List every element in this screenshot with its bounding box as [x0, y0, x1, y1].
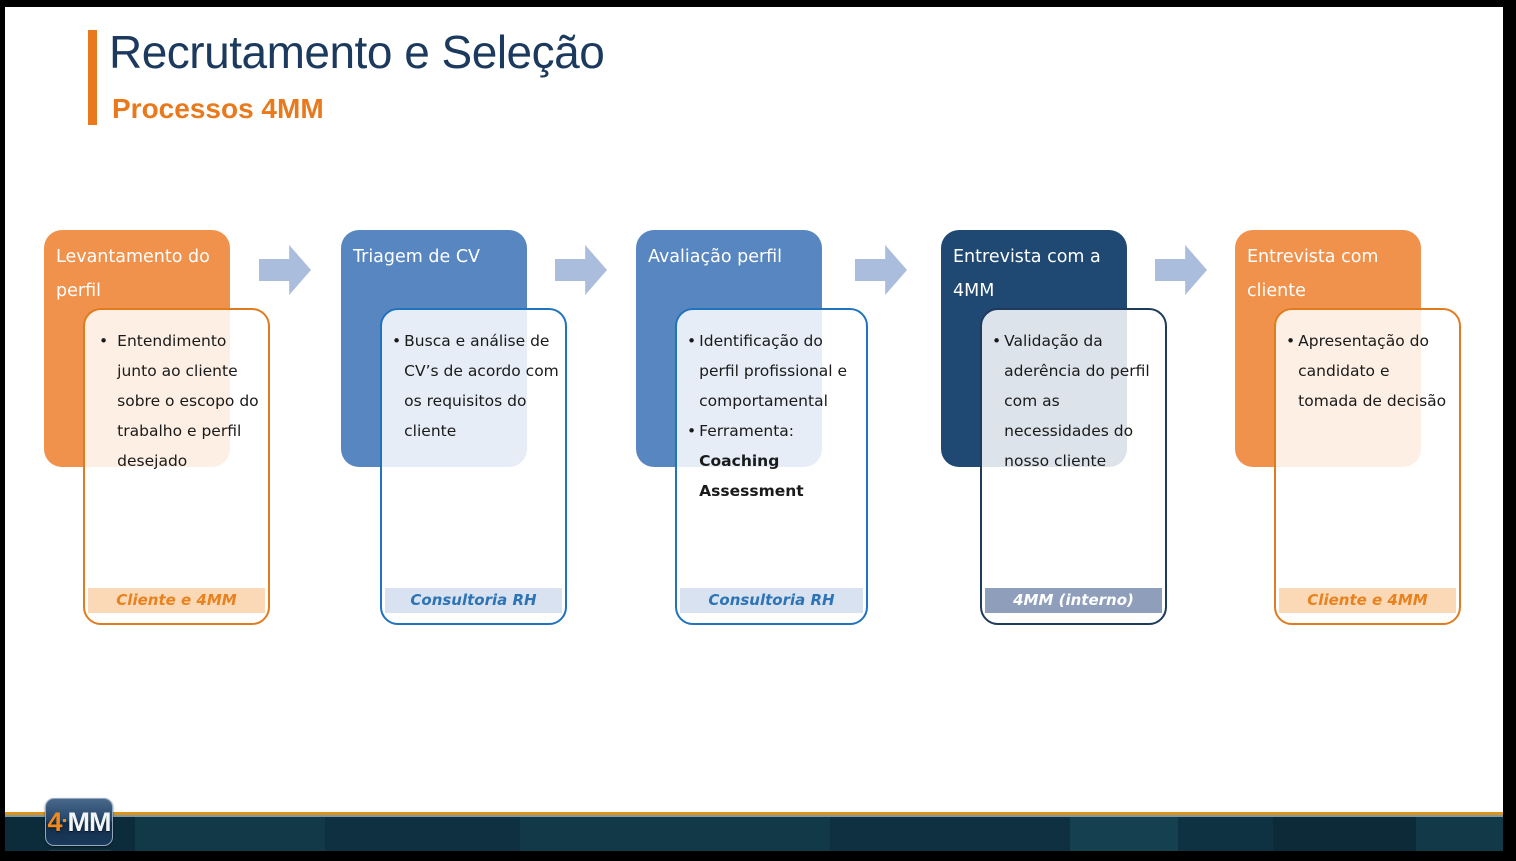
bullet-text-bold: Coaching Assessment [699, 452, 804, 500]
footer-lightblue-line [5, 815, 1503, 817]
step-card: • Entendimento junto ao cliente sobre o … [83, 308, 270, 625]
flow-arrow-icon [259, 245, 311, 295]
step-bullets: • Busca e análise de CV’s de acordo com … [382, 310, 565, 446]
bullet-item: • Validação da aderência do perfil com a… [992, 326, 1159, 476]
step-bullets: • Validação da aderência do perfil com a… [982, 310, 1165, 476]
bullet-text: Entendimento junto ao cliente sobre o es… [117, 332, 259, 470]
bullet-text: Validação da aderência do perfil com as … [1004, 332, 1150, 470]
step-card: • Validação da aderência do perfil com a… [980, 308, 1167, 625]
step-card: • Apresentação do candidato e tomada de … [1274, 308, 1461, 625]
slide: Recrutamento e Seleção Processos 4MM Lev… [5, 7, 1503, 851]
footer-band-segment [520, 817, 830, 851]
logo-4: 4 [47, 806, 62, 837]
bullet-text: Identificação do perfil profissional e c… [699, 332, 848, 410]
bullet-text: Busca e análise de CV’s de acordo com os… [404, 332, 559, 440]
company-logo: 4 MM [45, 798, 113, 846]
logo-tagline-faint [49, 850, 111, 851]
logo-mm: MM [67, 806, 112, 837]
footer-band [5, 817, 1503, 851]
bullet-item: • Apresentação do candidato e tomada de … [1286, 326, 1453, 416]
step-bullets: • Apresentação do candidato e tomada de … [1276, 310, 1459, 416]
bullet-text: Ferramenta: Coaching Assessment [699, 416, 860, 506]
title-accent-bar [88, 30, 97, 125]
bullet-item: • Entendimento junto ao cliente sobre o … [95, 326, 262, 476]
footer-band-segment [1178, 817, 1273, 851]
footer-band-segment [1070, 817, 1178, 851]
bullet-item: • Identificação do perfil profissional e… [687, 326, 860, 416]
footer-band-segment [830, 817, 1070, 851]
step-bullets: • Entendimento junto ao cliente sobre o … [85, 310, 268, 476]
bullet-icon: • [99, 332, 109, 350]
flow-arrow-icon [555, 245, 607, 295]
bullet-item: • Busca e análise de CV’s de acordo com … [392, 326, 559, 446]
footer-gold-line [5, 812, 1503, 815]
flow-arrow-icon [1155, 245, 1207, 295]
bullet-icon: • [687, 332, 697, 350]
bullet-icon: • [687, 422, 697, 440]
page-title: Recrutamento e Seleção [109, 26, 605, 78]
step-owner-badge: Consultoria RH [385, 588, 562, 613]
footer-band-segment [1273, 817, 1416, 851]
bullet-icon: • [992, 332, 1002, 350]
bullet-icon: • [1286, 332, 1296, 350]
step-owner-badge: Consultoria RH [680, 588, 863, 613]
bullet-icon: • [392, 332, 402, 350]
bullet-item: • Ferramenta: Coaching Assessment [687, 416, 860, 506]
footer-band-segment [1416, 817, 1503, 851]
page-subtitle: Processos 4MM [112, 93, 324, 124]
flow-arrow-icon [855, 245, 907, 295]
step-owner-badge: Cliente e 4MM [88, 588, 265, 613]
logo-dot [62, 819, 66, 822]
bullet-text-lead: Ferramenta: [699, 422, 794, 440]
step-bullets: • Identificação do perfil profissional e… [677, 310, 866, 506]
footer-band-segment [135, 817, 325, 851]
step-card: • Identificação do perfil profissional e… [675, 308, 868, 625]
bullet-text: Apresentação do candidato e tomada de de… [1298, 332, 1447, 410]
step-owner-badge: 4MM (interno) [985, 588, 1162, 613]
footer-band-segment [325, 817, 520, 851]
step-card: • Busca e análise de CV’s de acordo com … [380, 308, 567, 625]
step-owner-badge: Cliente e 4MM [1279, 588, 1456, 613]
